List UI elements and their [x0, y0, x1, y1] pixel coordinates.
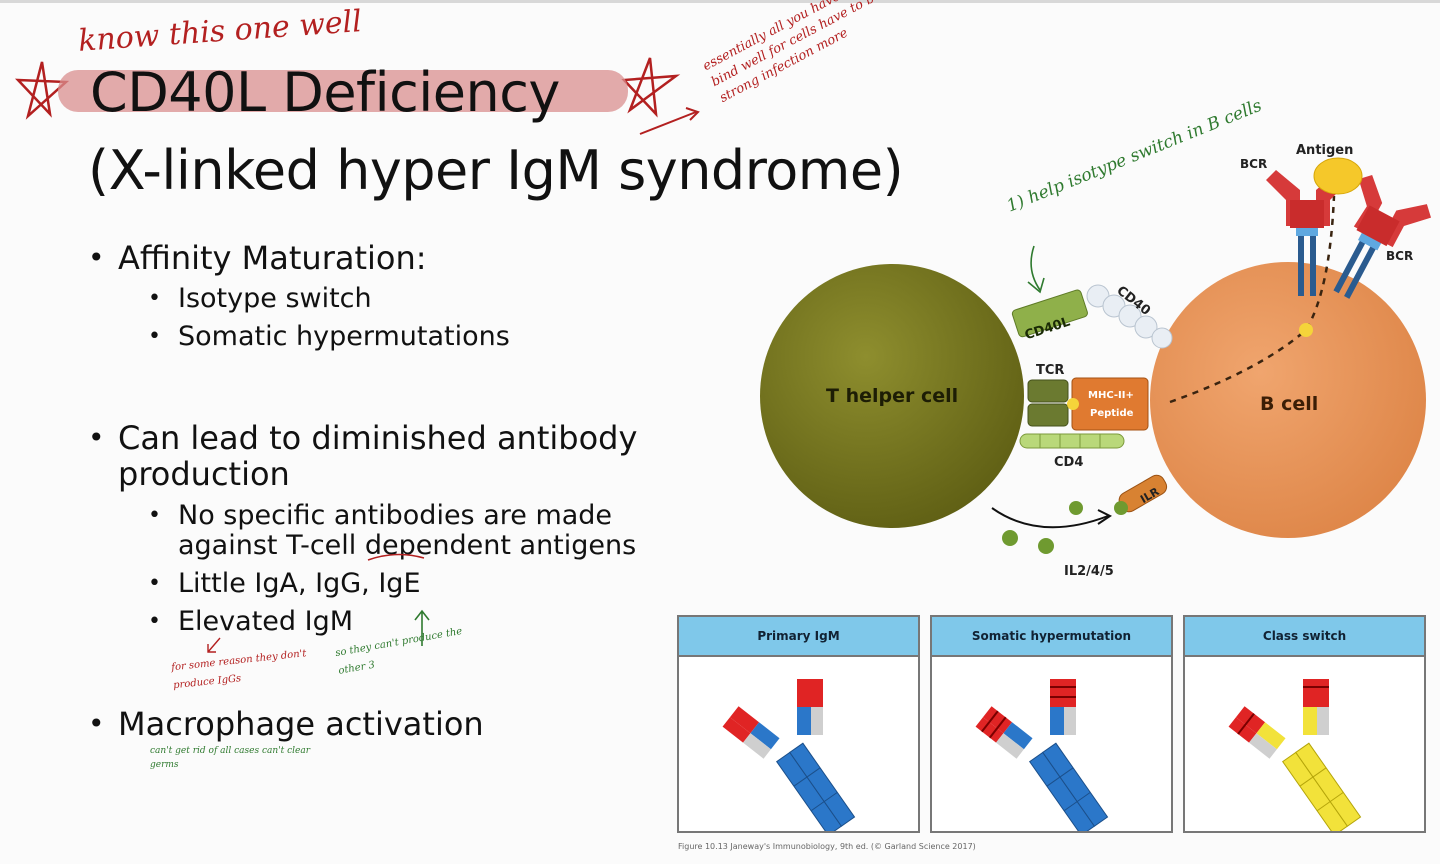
page-title: CD40L Deficiency [90, 61, 560, 124]
panel-title: Primary IgM [679, 617, 918, 657]
b-cell-label: B cell [1260, 393, 1318, 415]
page-subtitle: (X-linked hyper IgM syndrome) [88, 139, 904, 202]
help-arrow-icon [1030, 245, 1041, 291]
panel-class-switch: Class switch [1183, 615, 1426, 833]
ilr-receptor [1118, 474, 1168, 513]
signaling-path [1169, 195, 1336, 404]
panel-title: Class switch [1185, 617, 1424, 657]
antigen [1313, 157, 1363, 195]
tcr-label: TCR [1036, 363, 1064, 378]
figure-caption: Figure 10.13 Janeway's Immunobiology, 9t… [678, 842, 976, 851]
cd40l-receptor [1011, 289, 1088, 338]
underline-mark-icon [367, 553, 425, 561]
handwriting-help-note: 1) help isotype switch in B cells [1004, 95, 1265, 217]
bcr-label-2: BCR [1386, 249, 1413, 263]
bcr-receptor-2 [1333, 175, 1432, 299]
star-mark-left-icon [14, 61, 70, 120]
cd40-receptor [1086, 284, 1173, 349]
arrow-up-green-icon [414, 609, 430, 646]
antigen-label: Antigen [1296, 143, 1353, 158]
bcr-label-1: BCR [1240, 157, 1267, 171]
title-highlight [58, 70, 628, 112]
handwriting-macrophage-note: can't get rid of all cases can't clear g… [150, 746, 311, 770]
interleukin-particles [1002, 501, 1083, 554]
il-label: IL2/4/5 [1064, 564, 1114, 579]
antibody-somatic-hypermutation-icon [975, 679, 1109, 831]
antibody-class-switch-icon [1228, 679, 1362, 831]
cd4-receptor [1019, 433, 1125, 449]
peptide-label: Peptide [1090, 408, 1134, 419]
bcr-receptor-1 [1266, 170, 1350, 296]
cd4-label: CD4 [1054, 455, 1083, 470]
panel-somatic-hypermutation: Somatic hypermutation [930, 615, 1173, 833]
handwriting-know-this: know this one well [77, 4, 363, 59]
top-border [0, 0, 1440, 3]
panel-title: Somatic hypermutation [932, 617, 1171, 657]
cd40l-label: CD40L [1023, 315, 1072, 344]
ilr-label: ILR [1138, 485, 1162, 506]
panel-primary-igm: Primary IgM [677, 615, 920, 833]
mhc-peptide-complex [1071, 377, 1149, 431]
arrow-icon [639, 107, 700, 135]
handwriting-igm-note: essentially all you have is IgM which ca… [700, 0, 997, 106]
t-helper-cell-label: T helper cell [826, 385, 958, 407]
antibody-primary-igm-icon [722, 679, 856, 831]
arrow-red-small-icon [207, 637, 221, 653]
star-mark-right-icon [621, 57, 681, 118]
b-cell [1150, 262, 1426, 538]
t-helper-cell [760, 264, 1024, 528]
secretion-arrow-icon [991, 507, 1109, 529]
handwriting-no-igg-note: for some reason they don't produce IgGs [170, 648, 307, 692]
mhc-label: MHC-II+ [1088, 390, 1134, 401]
tcr-receptor [1027, 379, 1069, 403]
cd40-label: CD40 [1114, 283, 1154, 318]
